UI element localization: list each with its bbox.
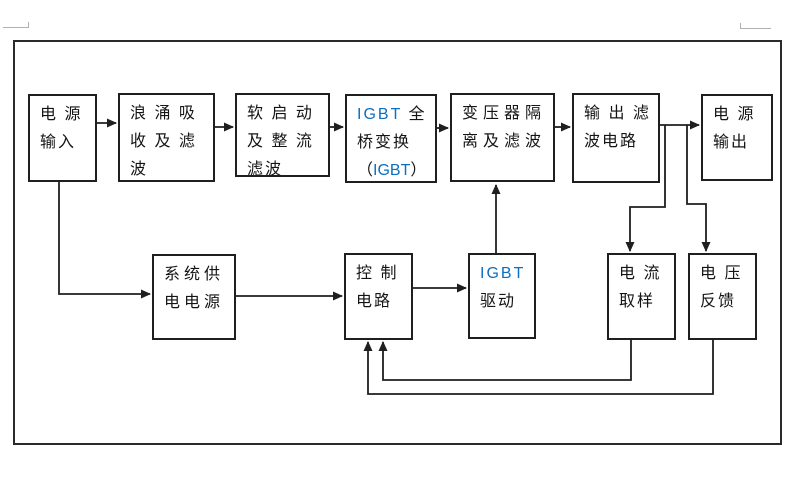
box-label-line: 变压器隔 bbox=[462, 105, 547, 122]
arrow-output-to-voltage-feedback bbox=[686, 125, 711, 252]
box-label-line: 反馈 bbox=[700, 293, 737, 310]
arrow-current-sampling-to-control bbox=[378, 340, 632, 381]
box-label-line: 电电源 bbox=[164, 294, 225, 311]
box-surge-absorb-filter: 浪 涌 吸 收 及 滤 波 bbox=[118, 93, 215, 182]
box-label-line: IGBT bbox=[480, 260, 531, 288]
box-output-filter: 输 出 滤 波电路 bbox=[572, 93, 660, 183]
arrow-voltage-feedback-to-control bbox=[363, 340, 714, 395]
crop-mark-top-left-tick bbox=[28, 22, 29, 28]
box-label-line: IGBT 全 bbox=[357, 106, 427, 123]
crop-mark-top-right bbox=[740, 28, 771, 29]
box-transformer-isolate-filter: 变压器隔 离及滤波 bbox=[450, 93, 555, 182]
box-label-line: 输 出 滤 bbox=[584, 105, 651, 122]
box-label-line: （IGBT） bbox=[357, 162, 427, 179]
igbt-text: IGBT bbox=[373, 162, 411, 179]
box-label-line: 电 压 bbox=[700, 265, 743, 282]
box-label-line: 软 启 动 bbox=[247, 105, 314, 122]
igbt-text: IGBT bbox=[357, 106, 403, 123]
box-power-input: 电 源 输入 bbox=[28, 94, 97, 182]
box-label-line: 波 bbox=[130, 161, 149, 178]
box-label-line: 驱动 bbox=[480, 293, 517, 310]
box-label-line: 输出 bbox=[713, 134, 750, 151]
box-soft-start-rectify-filter: 软 启 动 及 整 流 滤波 bbox=[235, 93, 330, 177]
arrow-output-to-current-sampling bbox=[625, 125, 666, 252]
box-power-output: 电 源 输出 bbox=[701, 94, 773, 181]
box-label-line: 输入 bbox=[40, 134, 77, 151]
box-label-line: 浪 涌 吸 bbox=[130, 105, 197, 122]
box-label-line: 收 及 滤 bbox=[130, 133, 197, 150]
box-control-circuit: 控 制 电路 bbox=[344, 253, 413, 340]
box-label-line: 电 源 bbox=[713, 106, 756, 123]
box-label-line: 控 制 bbox=[356, 265, 399, 282]
box-label-line: 电 源 bbox=[40, 106, 83, 123]
box-current-sampling: 电 流 取样 bbox=[607, 253, 676, 340]
igbt-text: IGBT bbox=[480, 265, 526, 282]
box-label-line: 取样 bbox=[619, 293, 656, 310]
box-label-line: 桥变换 bbox=[357, 134, 412, 151]
box-voltage-feedback: 电 压 反馈 bbox=[688, 253, 757, 340]
box-label-line: 系统供 bbox=[164, 266, 225, 283]
crop-mark-top-right-tick bbox=[740, 23, 741, 29]
box-igbt-full-bridge: IGBT 全 桥变换 （IGBT） bbox=[345, 94, 437, 183]
box-label-line: 电 流 bbox=[619, 265, 662, 282]
box-label-line: 波电路 bbox=[584, 133, 639, 150]
box-label-line: 滤波 bbox=[247, 161, 284, 177]
arrow-power-input-to-system-supply bbox=[58, 182, 151, 299]
box-system-power-supply: 系统供 电电源 bbox=[152, 254, 236, 340]
box-igbt-drive: IGBT 驱动 bbox=[468, 253, 536, 339]
box-label-line: 及 整 流 bbox=[247, 133, 314, 150]
box-label-line: 电路 bbox=[356, 293, 393, 310]
box-label-line: 离及滤波 bbox=[462, 133, 547, 150]
crop-mark-top-left bbox=[3, 27, 29, 28]
